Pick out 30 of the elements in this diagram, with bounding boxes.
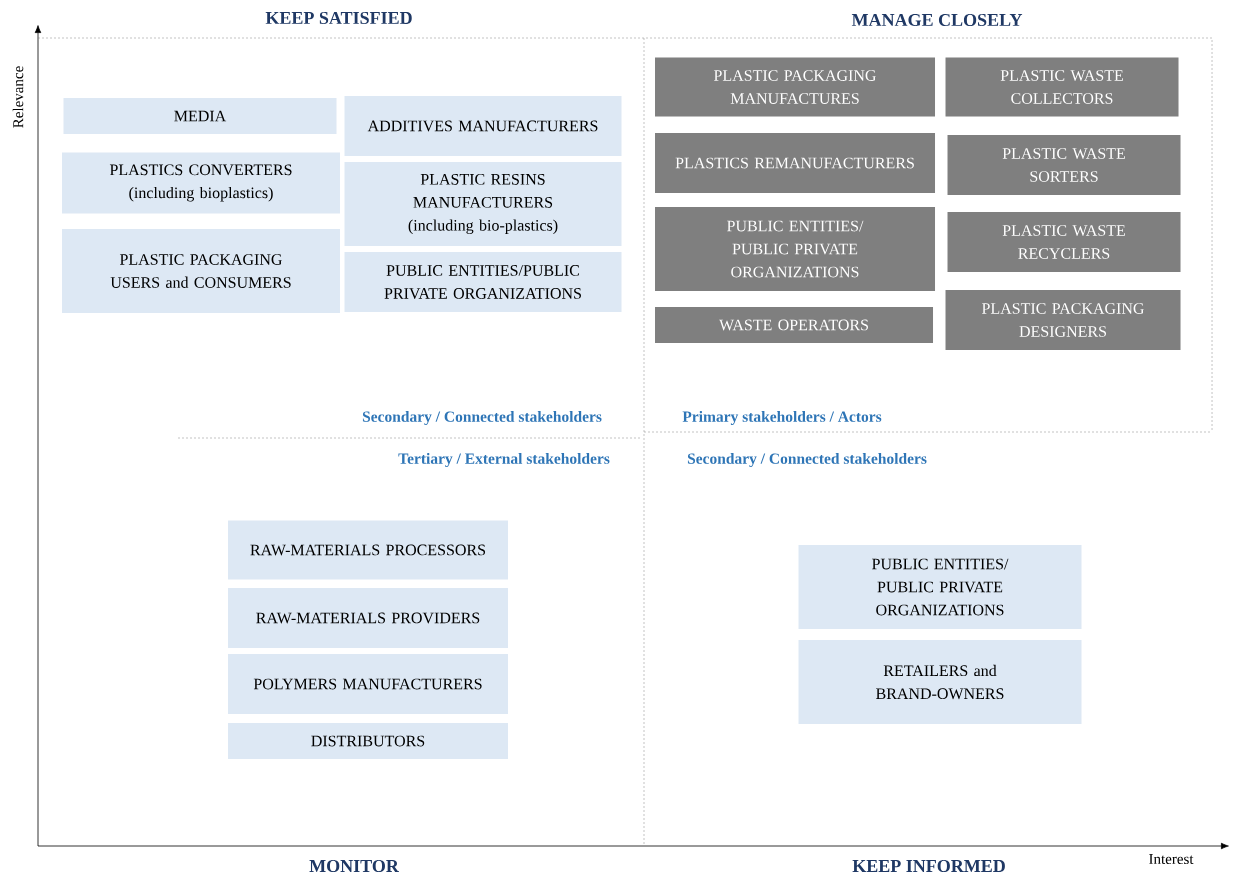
stakeholder-tier-label: Secondary / Connected stakeholders [362,410,602,426]
stakeholder-box: RETAILERS and BRAND-OWNERS [798,640,1082,724]
quadrant-title: KEEP SATISFIED [265,11,412,25]
stakeholder-box: PLASTIC PACKAGING MANUFACTURES [655,57,935,117]
quadrant-title: KEEP INFORMED [852,859,1005,873]
stakeholder-box: PUBLIC ENTITIES/ PUBLIC PRIVATE ORGANIZATIONS [798,545,1082,629]
stakeholder-box: MEDIA [63,98,337,134]
stakeholder-box: PUBLIC ENTITIES/PUBLIC PRIVATE ORGANIZATIONS [344,252,622,312]
stakeholder-box: PLASTIC RESINS MANUFACTURERS (including bio-plastics) [344,162,622,246]
stakeholder-box: POLYMERS MANUFACTURERS [228,654,508,714]
axis-label: Interest [1149,854,1194,864]
stakeholder-box: WASTE OPERATORS [655,307,933,343]
quadrant-title: MONITOR [309,859,399,873]
stakeholder-box: ADDITIVES MANUFACTURERS [344,96,622,156]
stakeholder-box: RAW-MATERIALS PROCESSORS [228,520,508,580]
stakeholder-box: PLASTIC PACKAGING DESIGNERS [945,290,1181,350]
stakeholder-box: PUBLIC ENTITIES/ PUBLIC PRIVATE ORGANIZATIONS [655,207,935,291]
quadrant-title: MANAGE CLOSELY [851,13,1023,27]
stakeholder-tier-label: Secondary / Connected stakeholders [687,452,927,468]
stakeholder-box: RAW-MATERIALS PROVIDERS [228,588,508,648]
stakeholder-box: PLASTICS CONVERTERS (including bioplastics) [62,152,340,214]
stakeholder-box: PLASTIC WASTE SORTERS [947,135,1181,195]
stakeholder-box: PLASTIC WASTE COLLECTORS [945,57,1179,117]
stakeholder-tier-label: Tertiary / External stakeholders [398,452,610,468]
stakeholder-box: PLASTIC PACKAGING USERS and CONSUMERS [62,229,340,313]
stakeholder-tier-label: Primary stakeholders / Actors [682,410,882,426]
stakeholder-box: PLASTIC WASTE RECYCLERS [947,212,1181,272]
axis-label: Relevance [12,66,24,128]
stakeholder-box: PLASTICS REMANUFACTURERS [655,133,935,193]
stakeholder-box: DISTRIBUTORS [228,723,508,759]
